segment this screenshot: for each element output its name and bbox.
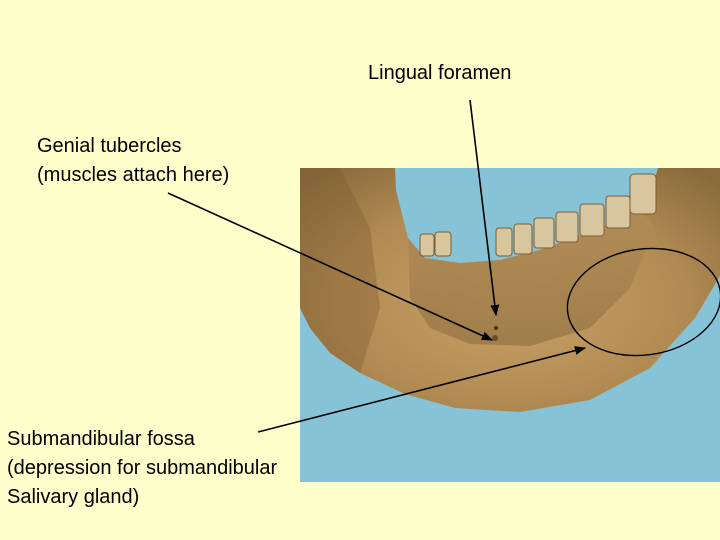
label-submandibular-fossa: Submandibular fossa (depression for subm… — [7, 428, 278, 508]
mandible-photo — [300, 168, 720, 482]
label-lingual-foramen: Lingual foramen — [368, 62, 512, 84]
genial-tubercles-mark — [492, 335, 498, 341]
label-genial-tubercles: Genial tubercles (muscles attach here) — [37, 135, 230, 186]
lingual-foramen-mark — [494, 326, 498, 330]
